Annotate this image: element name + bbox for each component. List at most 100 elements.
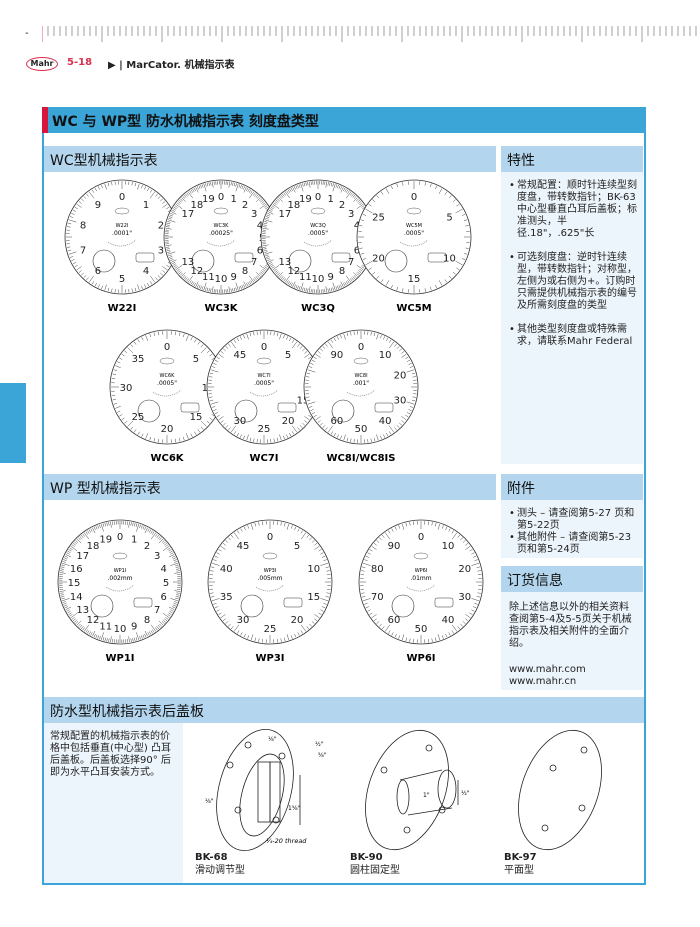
dial-tick [208,182,210,186]
dial-tick [168,554,175,558]
dial-tick [325,566,330,568]
dial-tick [353,197,358,202]
ordering-text: 除上述信息以外的相关资料查阅第5-4及5-5页关于机械指示表及相关附件的全面介绍… [509,602,632,649]
dial-tick [264,266,268,269]
dial-tick [267,212,271,215]
dial-tick [65,606,72,610]
dial-tick [287,189,291,193]
dial-tick [405,356,409,360]
dial-tick [167,614,171,617]
dial-tick [112,373,117,375]
dial-tick [365,260,373,266]
dial-tick [411,399,416,402]
dial-tick [166,264,170,268]
dial-tick [304,351,308,354]
dial-tick [340,334,342,339]
dial-tick [297,285,299,290]
dial-number: 45 [237,541,250,552]
dial-tick [213,362,217,365]
dial-tick [178,199,182,203]
waterproof-badge-icon [331,252,351,263]
dial-number: 50 [415,624,428,635]
dial-tick [300,624,307,632]
dial-tick [399,348,402,352]
dial-tick [357,199,361,203]
dial-tick [144,527,148,534]
waterproof-badge-icon [283,597,303,608]
dial-model: WC8I [354,373,367,379]
url-mahr-com[interactable]: www.mahr.com [509,664,586,675]
bk68-dim: ⁵⁄₈" [318,752,327,759]
url-mahr-cn[interactable]: www.mahr.cn [509,676,577,687]
dial-tick [70,545,78,552]
dial-tick [132,522,134,526]
dial-tick [276,332,279,337]
dial-tick [460,623,463,627]
dial-tick [325,596,330,598]
dial-number: 4 [354,220,360,231]
dial-tick [322,346,326,349]
dial-tick [110,636,112,643]
dial-tick [91,189,95,193]
dial-model: WC5M [406,223,422,229]
dial-number: 5 [193,354,199,365]
dial-tick [476,596,481,598]
dial-tick [165,227,172,230]
revolution-counter [331,399,355,423]
dial-number: 0 [315,192,321,203]
dial-tick [172,604,177,607]
dial-tick [174,266,178,269]
dial-tick [92,527,96,534]
dial-tick [149,333,152,338]
dial-tick [388,431,392,435]
dial-tick [94,187,97,192]
dial-face [57,519,183,645]
dial-tick [253,331,255,336]
dial-tick [303,182,306,187]
dial-tick [243,281,247,288]
dial-tick [275,199,279,203]
dial-tick [384,532,391,540]
dial-number: 19 [99,534,112,545]
dial-tick [321,606,326,609]
dial-tick [182,436,185,441]
dial-tick [200,426,204,430]
dial-tick [380,191,384,195]
dial-tick [300,630,303,634]
dial-tick [88,275,94,283]
dial-tick [162,203,168,208]
dial-number: 3 [348,209,354,220]
dial-tick [267,259,274,263]
dial-tick [61,564,65,567]
dial-tick [379,623,382,627]
dial-tick [451,624,458,632]
dial-tick [311,621,315,624]
dial-tick [173,559,177,562]
dial-tick [149,436,152,441]
dial-tick [448,275,452,279]
dial-tick [176,268,180,272]
dial-tick [262,268,266,272]
dial-tick [233,339,237,343]
dial-tick [97,525,100,529]
dial-tick [370,331,372,336]
dial-tick [87,530,90,534]
dial-tick [208,288,210,292]
dial-tick [169,214,173,217]
dial-tick [431,638,433,642]
dial-tick [243,435,245,440]
dial-number: 10 [443,254,456,265]
dial-tick [304,353,310,358]
dial-tick [283,334,285,339]
dial-tick [168,612,172,615]
dial-tick [79,536,83,540]
dial-number: 12 [191,266,204,277]
dial-tick [210,566,215,568]
dial-tick [279,196,283,199]
dial-tick [465,545,471,550]
dial-tick [233,287,236,292]
dial-tick [320,348,323,352]
dial-tick [186,278,190,282]
dial-graduation: .0005" [254,380,274,387]
dial-tick [137,284,140,291]
